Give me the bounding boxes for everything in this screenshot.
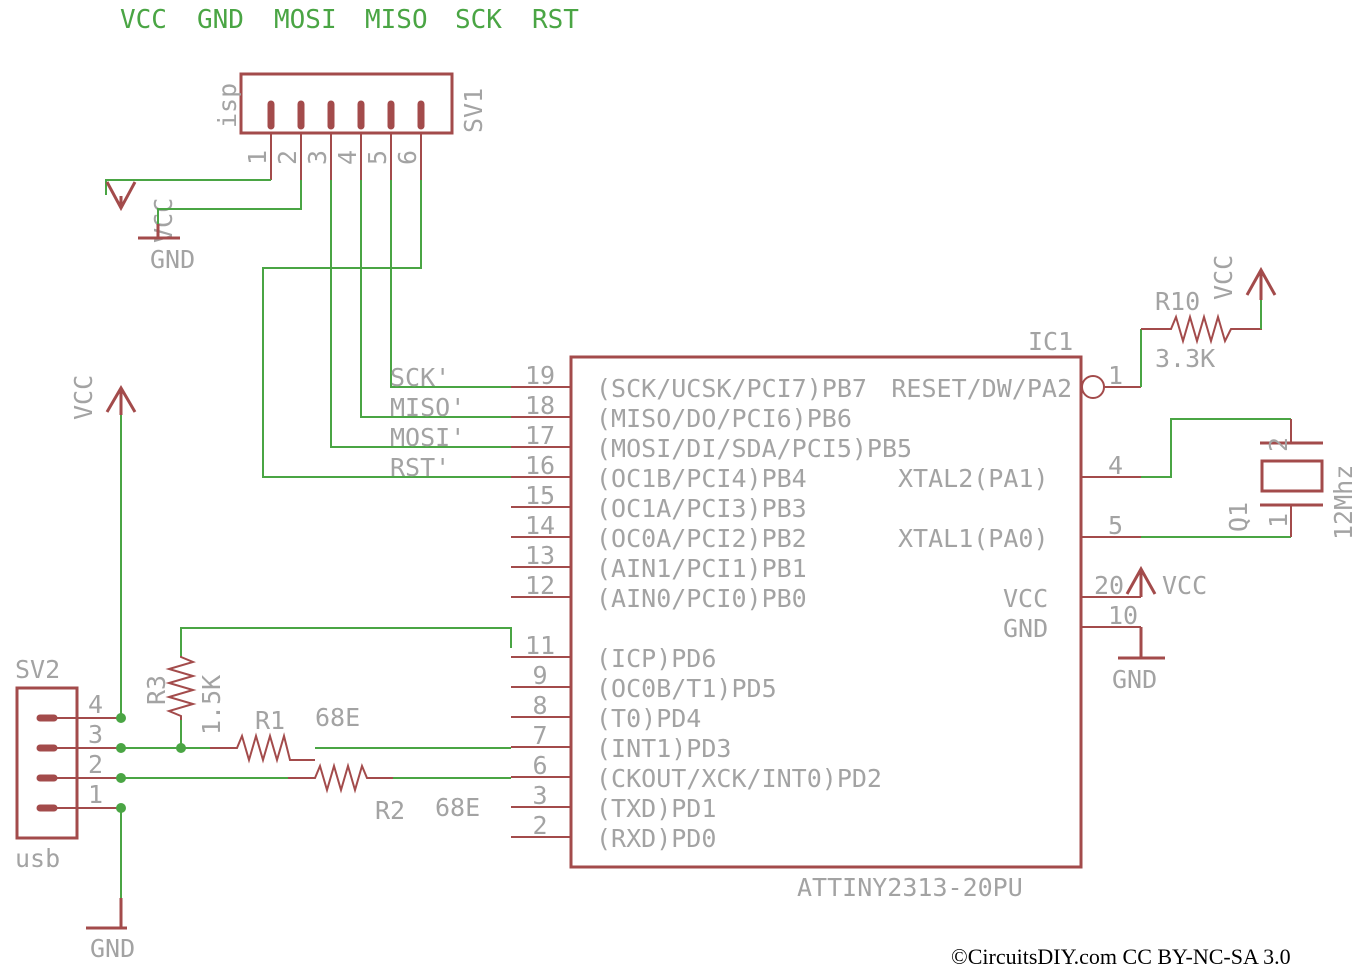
ic-pin-label: (AIN0/PCI0)PB0	[596, 584, 807, 613]
r1-name: R1	[255, 706, 285, 735]
pin-label-xtal1: XTAL1(PA0)	[898, 524, 1049, 553]
usb-pin-1: 1	[88, 780, 103, 809]
ic-pin-label: (INT1)PD3	[596, 734, 731, 763]
ic-pin-label: (ICP)PD6	[596, 644, 716, 673]
ic-vcc-label: VCC	[1162, 571, 1207, 600]
ic-pin-number: 6	[532, 751, 547, 780]
header-miso: MISO	[365, 5, 428, 35]
ic-pin-label: (OC0A/PCI2)PB2	[596, 524, 807, 553]
r10-resistor: R10 3.3K VCC	[1140, 255, 1277, 387]
net-mosi: MOSI'	[390, 423, 465, 452]
isp-pin-4: 4	[333, 150, 362, 165]
q1-name: Q1	[1224, 502, 1253, 532]
ic-pin-number: 16	[525, 451, 555, 480]
header-mosi: MOSI	[274, 5, 337, 35]
ic-pin-number: 12	[525, 571, 555, 600]
ic-pin-number: 18	[525, 391, 555, 420]
usb-pin-3: 3	[88, 720, 103, 749]
r2-value: 68E	[435, 793, 480, 822]
header-rst: RST	[532, 5, 579, 35]
ic-pin-number: 11	[525, 631, 555, 660]
r10-vcc-label: VCC	[1209, 255, 1238, 300]
r2-name: R2	[375, 796, 405, 825]
header-signals: VCC GND MOSI MISO SCK RST	[120, 5, 579, 35]
q1-pin-2: 2	[1264, 437, 1293, 452]
pin-label-vcc: VCC	[1003, 584, 1048, 613]
usb-name: SV2	[15, 655, 60, 684]
r1-value: 68E	[315, 703, 360, 732]
r3-value: 1.5K	[197, 675, 226, 735]
ic-pin-number: 9	[532, 661, 547, 690]
usb-pin-2: 2	[88, 750, 103, 779]
ic-left-pins: 19 (SCK/UCSK/PCI7)PB7 18 (MISO/DO/PCI6)PB6 1…	[511, 361, 912, 853]
pin-label-reset: RESET/DW/PA2	[891, 374, 1072, 403]
ic-pin-number: 15	[525, 481, 555, 510]
usb-vcc-label: VCC	[69, 375, 98, 420]
ic-power: VCC GND	[1112, 565, 1207, 694]
usb-connector: SV2 usb 4 3 2 1	[15, 655, 121, 873]
isp-name: SV1	[459, 88, 488, 133]
isp-gnd-label: GND	[150, 245, 195, 274]
isp-vcc-label: VCC	[149, 198, 178, 243]
ic1: IC1 ATTINY2313-20PU	[569, 327, 1083, 902]
isp-pin-3: 3	[303, 150, 332, 165]
usb-value: usb	[15, 844, 60, 873]
ic-pin-label: (RXD)PD0	[596, 824, 716, 853]
ic-pin-label: (AIN1/PCI1)PB1	[596, 554, 807, 583]
usb-wires: VCC GND R1 68E R2 68E R3 1.5K	[69, 375, 512, 963]
r3-name: R3	[142, 675, 171, 705]
q1-value: 12Mhz	[1329, 465, 1358, 540]
ic-pin-label: (CKOUT/XCK/INT0)PD2	[596, 764, 882, 793]
header-gnd: GND	[197, 5, 244, 35]
pin-num-1: 1	[1108, 361, 1123, 390]
isp-pin-1: 1	[243, 150, 272, 165]
ic-pin-label: (T0)PD4	[596, 704, 701, 733]
usb-gnd-label: GND	[90, 934, 135, 963]
ic-pin-number: 14	[525, 511, 555, 540]
ic-pin-label: (MOSI/DI/SDA/PCI5)PB5	[596, 434, 912, 463]
q1-pin-1: 1	[1264, 513, 1293, 528]
net-rst: RST'	[390, 453, 450, 482]
q1-crystal: 2 1 Q1 12Mhz	[1141, 418, 1358, 540]
ic-pin-number: 19	[525, 361, 555, 390]
ic-pin-label: (OC0B/T1)PD5	[596, 674, 777, 703]
isp-pin-5: 5	[363, 150, 392, 165]
isp-pin-6: 6	[393, 150, 422, 165]
ic-pin-number: 8	[532, 691, 547, 720]
ic-pin-number: 7	[532, 721, 547, 750]
ic-pin-label: (SCK/UCSK/PCI7)PB7	[596, 374, 867, 403]
ic-pin-label: (MISO/DO/PCI6)PB6	[596, 404, 852, 433]
pin-num-4: 4	[1108, 451, 1123, 480]
header-vcc: VCC	[120, 5, 167, 35]
pin-num-20: 20	[1094, 571, 1124, 600]
net-sck: SCK'	[390, 363, 450, 392]
pin-label-gnd: GND	[1003, 614, 1048, 643]
ic-pin-number: 13	[525, 541, 555, 570]
ic-gnd-label: GND	[1112, 665, 1157, 694]
ic-right-pins: RESET/DW/PA2 XTAL2(PA1) XTAL1(PA0) VCC G…	[891, 361, 1141, 643]
copyright: ©CircuitsDIY.com CC BY-NC-SA 3.0	[951, 944, 1291, 969]
isp-wires: VCC GND	[105, 179, 511, 478]
ic-name: IC1	[1028, 327, 1073, 356]
ic-pin-number: 2	[532, 811, 547, 840]
usb-pin-4: 4	[88, 690, 103, 719]
net-miso: MISO'	[390, 393, 465, 422]
ic-pin-label: (TXD)PD1	[596, 794, 716, 823]
isp-pin-2: 2	[273, 150, 302, 165]
pin-num-5: 5	[1108, 511, 1123, 540]
pin-label-xtal2: XTAL2(PA1)	[898, 464, 1049, 493]
ic-pin-number: 3	[532, 781, 547, 810]
ic-pin-number: 17	[525, 421, 555, 450]
header-sck: SCK	[455, 5, 502, 35]
isp-connector: isp SV1 1 2 3 4 5 6	[213, 72, 488, 180]
ic-pin-label: (OC1B/PCI4)PB4	[596, 464, 807, 493]
ic-pin-label: (OC1A/PCI3)PB3	[596, 494, 807, 523]
r10-name: R10	[1155, 287, 1200, 316]
r10-value: 3.3K	[1155, 344, 1215, 373]
pin-num-10: 10	[1108, 601, 1138, 630]
ic-value: ATTINY2313-20PU	[797, 873, 1023, 902]
isp-value: isp	[213, 83, 242, 128]
